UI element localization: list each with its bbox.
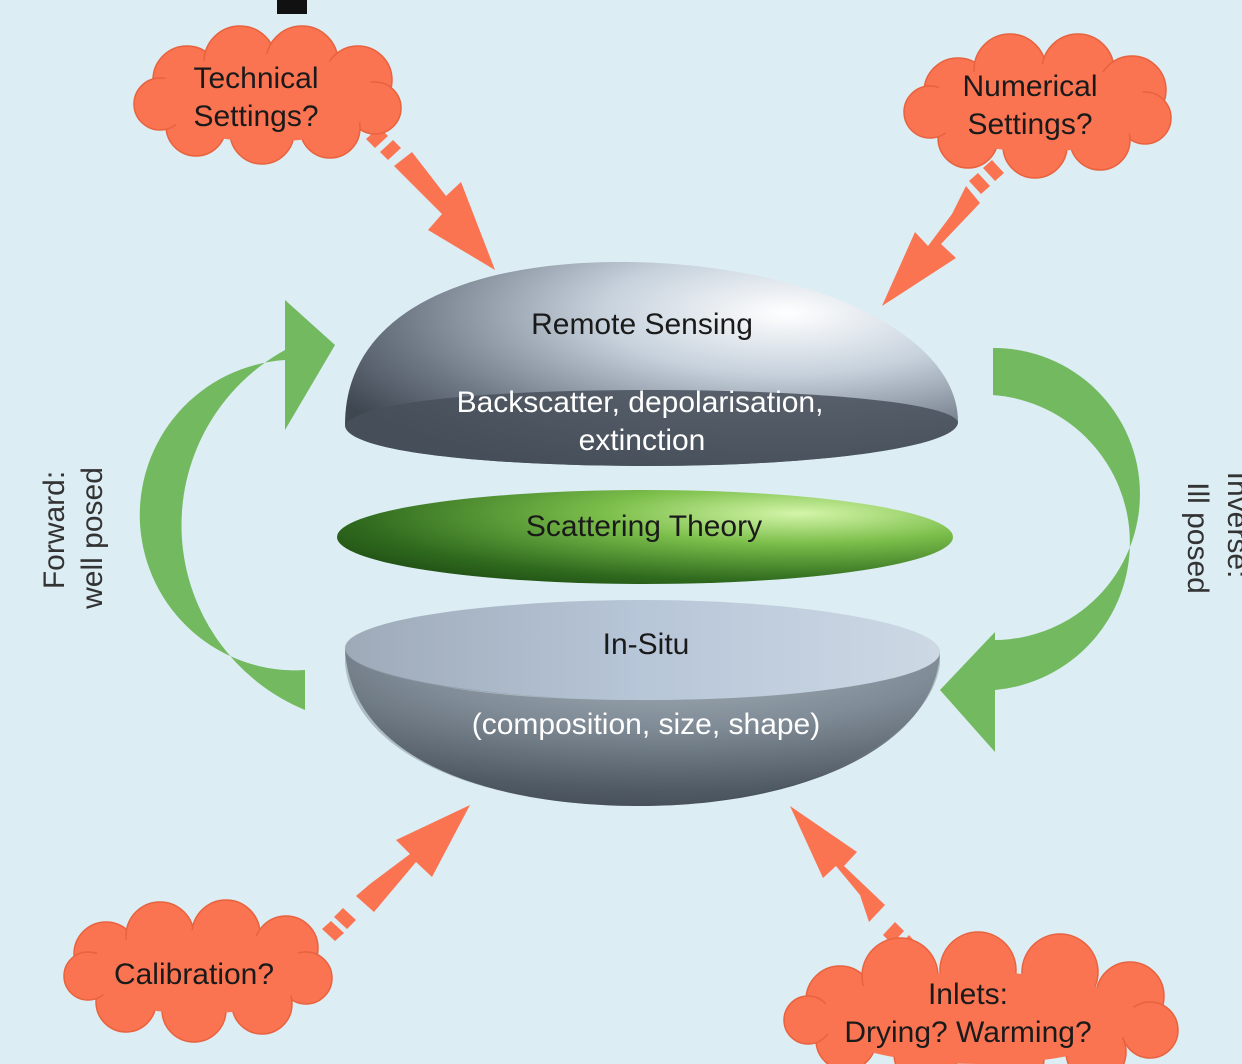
- cloud-calibration-line1: Calibration?: [114, 958, 274, 991]
- in-situ-bowl: [345, 600, 940, 806]
- scattering-lens: [337, 490, 953, 584]
- cloud-calibration: [63, 899, 333, 1043]
- remote-sensing-line2: extinction: [579, 424, 706, 457]
- forward-line1: Forward:: [38, 471, 71, 589]
- inverse-arrow: [940, 347, 1140, 752]
- remote-sensing-line1: Backscatter, depolarisation,: [457, 386, 824, 419]
- calibration-arrow: [322, 805, 470, 941]
- cloud-technical-line1: Technical: [193, 62, 318, 95]
- inverse-line2: Ill posed: [1181, 482, 1214, 594]
- inlets-arrow: [790, 806, 917, 957]
- in-situ-title: In-Situ: [603, 628, 690, 661]
- cloud-technical-line2: Settings?: [193, 100, 318, 133]
- cropped-heading-mark: [277, 0, 307, 14]
- cloud-numerical: [903, 33, 1172, 179]
- in-situ-subtitle: (composition, size, shape): [472, 708, 821, 741]
- cloud-inlets-line2: Drying? Warming?: [844, 1016, 1091, 1049]
- forward-arrow: [139, 300, 335, 710]
- cloud-numerical-line2: Settings?: [967, 108, 1092, 141]
- cloud-inlets-line1: Inlets:: [928, 978, 1008, 1011]
- remote-sensing-title: Remote Sensing: [531, 308, 753, 341]
- technical-arrow: [366, 127, 495, 270]
- remote-sensing-dome: [345, 262, 958, 466]
- cloud-technical: [133, 25, 402, 165]
- cloud-inlets: [783, 931, 1179, 1064]
- numerical-arrow: [882, 160, 1004, 306]
- cloud-numerical-line1: Numerical: [962, 70, 1097, 103]
- scattering-title: Scattering Theory: [526, 510, 762, 543]
- inverse-line1: Inverse:: [1221, 472, 1242, 579]
- forward-line2: well posed: [76, 467, 109, 610]
